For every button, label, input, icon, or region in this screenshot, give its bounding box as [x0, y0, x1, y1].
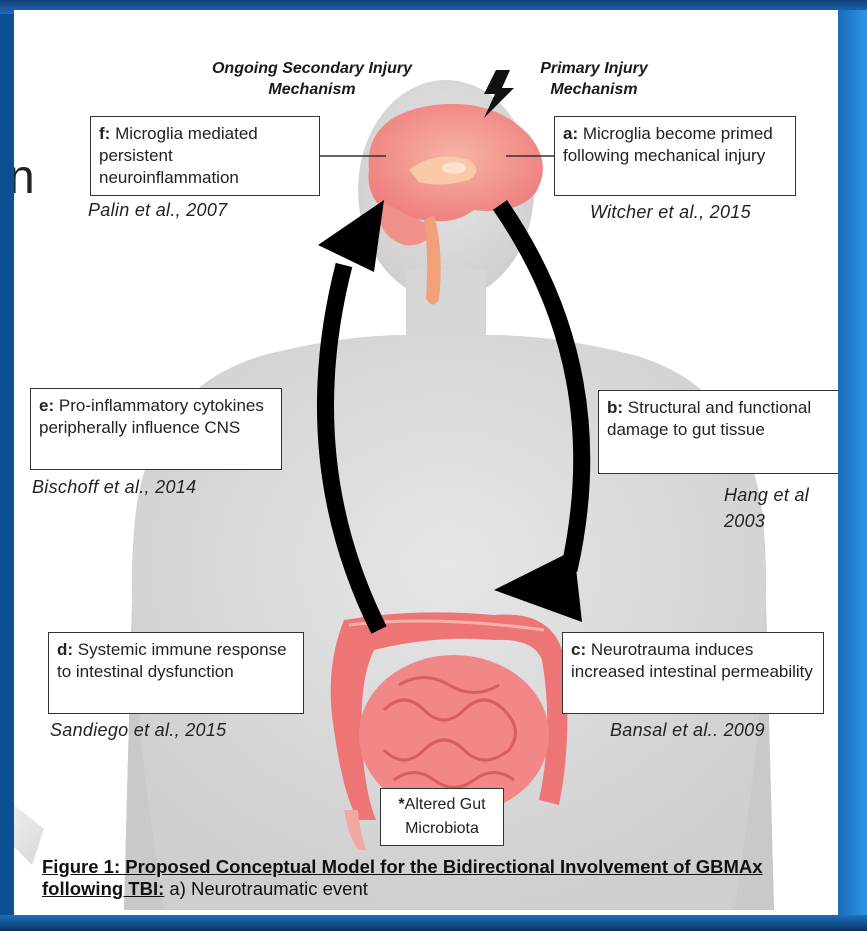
box-f-text: Microglia mediated persistent neuroinfla…: [99, 124, 258, 187]
box-d-text: Systemic immune response to intestinal d…: [57, 640, 287, 681]
citation-c: Bansal et al.. 2009: [610, 720, 765, 741]
box-d-letter: d:: [57, 640, 73, 659]
secondary-injury-header: Ongoing Secondary Injury Mechanism: [192, 58, 432, 100]
box-e-letter: e:: [39, 396, 54, 415]
citation-f: Palin et al., 2007: [88, 200, 228, 221]
box-c-letter: c:: [571, 640, 586, 659]
box-c-text: Neurotrauma induces increased intestinal…: [571, 640, 813, 681]
caption-text: a) Neurotraumatic event: [164, 878, 368, 899]
microbiota-box: *Altered Gut Microbiota: [380, 788, 504, 846]
citation-e: Bischoff et al., 2014: [32, 474, 212, 500]
slide-canvas: n Ongoing Secondary Injury Mechanism Pri…: [14, 10, 838, 917]
box-a-text: Microglia become primed following mechan…: [563, 124, 773, 165]
box-e: e: Pro-inflammatory cytokines peripheral…: [30, 388, 282, 470]
box-a: a: Microglia become primed following mec…: [554, 116, 796, 196]
window-frame-bottom: [0, 915, 867, 931]
figure-caption: Figure 1: Proposed Conceptual Model for …: [42, 856, 838, 900]
box-b: b: Structural and functional damage to g…: [598, 390, 838, 474]
box-d: d: Systemic immune response to intestina…: [48, 632, 304, 714]
citation-b: Hang et al 2003: [724, 482, 834, 534]
microbiota-text: Altered Gut Microbiota: [405, 796, 486, 837]
box-b-letter: b:: [607, 398, 623, 417]
citation-d: Sandiego et al., 2015: [50, 720, 226, 741]
box-a-letter: a:: [563, 124, 578, 143]
stray-letter: n: [14, 150, 35, 205]
window-frame-right: [838, 10, 867, 917]
box-f: f: Microglia mediated persistent neuroin…: [90, 116, 320, 196]
caption-title: Figure 1: Proposed Conceptual Model for …: [42, 856, 763, 899]
box-f-letter: f:: [99, 124, 110, 143]
arrow-head-up: [318, 200, 384, 272]
citation-a: Witcher et al., 2015: [590, 202, 751, 223]
primary-injury-header: Primary Injury Mechanism: [519, 58, 669, 100]
box-e-text: Pro-inflammatory cytokines peripherally …: [39, 396, 264, 437]
box-b-text: Structural and functional damage to gut …: [607, 398, 811, 439]
box-c: c: Neurotrauma induces increased intesti…: [562, 632, 824, 714]
